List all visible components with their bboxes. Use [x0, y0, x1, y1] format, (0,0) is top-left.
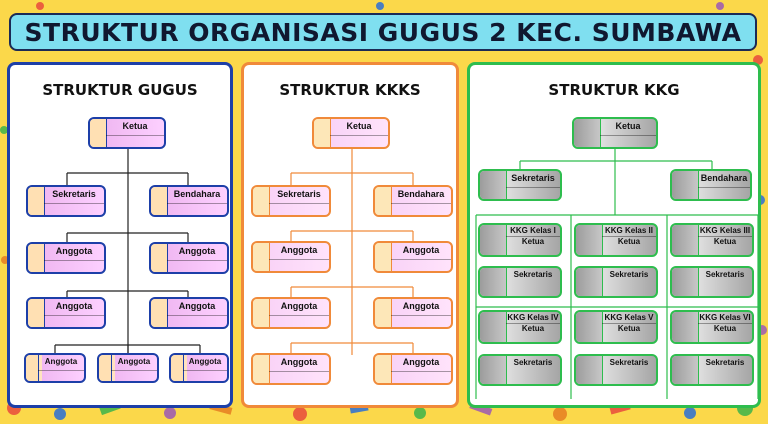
gugus-anggota-box: Anggota	[169, 353, 229, 383]
gugus-anggota-label: Anggota	[55, 301, 93, 311]
kkg-group-name: KKG Kelas VI	[699, 313, 751, 322]
gugus-anggota-box: Anggota	[149, 297, 229, 329]
kkg-group-name: KKG Kelas IV	[507, 313, 559, 322]
kkg-group-sekretaris: Sekretaris	[513, 270, 553, 279]
page-title-bar: STRUKTUR ORGANISASI GUGUS 2 KEC. SUMBAWA	[9, 13, 757, 51]
kkks-anggota-box: Anggota	[251, 353, 331, 385]
gugus-anggota-label: Anggota	[178, 301, 216, 311]
kkg-group-sekretaris: Sekretaris	[705, 270, 745, 279]
kkg-group-sekretaris-box: Sekretaris	[574, 354, 658, 386]
kkg-group-header-box: KKG Kelas VI Ketua	[670, 310, 754, 344]
gugus-anggota-box: Anggota	[26, 297, 106, 329]
panel-struktur-kkg: STRUKTUR KKG Ketua Sekretaris Bendahara …	[467, 62, 761, 408]
kkks-anggota-label: Anggota	[402, 357, 440, 367]
gugus-anggota-box: Anggota	[149, 242, 229, 274]
kkks-sekretaris-box: Sekretaris	[251, 185, 331, 217]
panel-title-gugus: STRUKTUR GUGUS	[42, 81, 198, 99]
gugus-bendahara-box: Bendahara	[149, 185, 229, 217]
kkks-anggota-label: Anggota	[402, 245, 440, 255]
kkg-group-ketua: Ketua	[617, 237, 641, 246]
kkg-group-header-box: KKG Kelas I Ketua	[478, 223, 562, 257]
panel-title-kkg: STRUKTUR KKG	[548, 81, 680, 99]
gugus-anggota-label: Anggota	[178, 246, 216, 256]
gugus-anggota-label: Anggota	[117, 357, 151, 366]
kkks-anggota-label: Anggota	[280, 245, 318, 255]
kkg-group-sekretaris: Sekretaris	[609, 270, 649, 279]
gugus-bendahara-label: Bendahara	[173, 189, 221, 199]
kkg-group-name: KKG Kelas I	[510, 226, 556, 235]
kkg-group-header-box: KKG Kelas V Ketua	[574, 310, 658, 344]
kkg-bendahara-box: Bendahara	[670, 169, 752, 201]
kkg-group-name: KKG Kelas III	[699, 226, 751, 235]
kkg-group-sekretaris: Sekretaris	[609, 358, 649, 367]
kkg-group-name: KKG Kelas V	[604, 313, 654, 322]
page-title: STRUKTUR ORGANISASI GUGUS 2 KEC. SUMBAWA	[24, 17, 742, 47]
kkks-anggota-box: Anggota	[251, 297, 331, 329]
kkg-ketua-label: Ketua	[615, 121, 641, 131]
kkks-anggota-label: Anggota	[280, 357, 318, 367]
panel-title-kkks: STRUKTUR KKKS	[279, 81, 421, 99]
kkg-group-ketua: Ketua	[521, 324, 545, 333]
kkg-ketua-box: Ketua	[572, 117, 658, 149]
kkg-sekretaris-box: Sekretaris	[478, 169, 562, 201]
kkg-group-sekretaris-box: Sekretaris	[574, 266, 658, 298]
kkks-anggota-label: Anggota	[280, 301, 318, 311]
kkg-group-ketua: Ketua	[521, 237, 545, 246]
kkg-group-sekretaris-box: Sekretaris	[478, 354, 562, 386]
kkks-bendahara-box: Bendahara	[373, 185, 453, 217]
gugus-connector-lines	[54, 149, 201, 361]
kkg-bendahara-label: Bendahara	[700, 173, 748, 183]
gugus-ketua-label: Ketua	[122, 121, 148, 131]
kkks-anggota-box: Anggota	[373, 297, 453, 329]
kkg-sekretaris-label: Sekretaris	[511, 173, 555, 183]
kkg-group-sekretaris: Sekretaris	[705, 358, 745, 367]
kkg-group-header-box: KKG Kelas III Ketua	[670, 223, 754, 257]
gugus-anggota-box: Anggota	[97, 353, 159, 383]
kkks-anggota-box: Anggota	[251, 241, 331, 273]
gugus-sekretaris-box: Sekretaris	[26, 185, 106, 217]
kkg-group-name: KKG Kelas II	[604, 226, 653, 235]
panel-struktur-gugus: STRUKTUR GUGUS Ketua Sekretaris Bendahar…	[7, 62, 233, 408]
kkg-connector-lines	[475, 149, 759, 399]
kkg-group-header-box: KKG Kelas IV Ketua	[478, 310, 562, 344]
kkks-anggota-label: Anggota	[402, 301, 440, 311]
kkks-ketua-box: Ketua	[312, 117, 390, 149]
kkks-anggota-box: Anggota	[373, 353, 453, 385]
gugus-sekretaris-label: Sekretaris	[52, 189, 96, 199]
kkg-group-ketua: Ketua	[617, 324, 641, 333]
kkg-group-ketua: Ketua	[713, 237, 737, 246]
kkg-group-ketua: Ketua	[713, 324, 737, 333]
gugus-anggota-box: Anggota	[26, 242, 106, 274]
panel-struktur-kkks: STRUKTUR KKKS Ketua Sekretaris Bendahara	[241, 62, 459, 408]
gugus-anggota-box: Anggota	[24, 353, 86, 383]
kkg-group-sekretaris-box: Sekretaris	[670, 354, 754, 386]
gugus-anggota-label: Anggota	[44, 357, 78, 366]
kkg-group-sekretaris: Sekretaris	[513, 358, 553, 367]
kkks-sekretaris-label: Sekretaris	[277, 189, 321, 199]
gugus-ketua-box: Ketua	[88, 117, 166, 149]
kkks-anggota-box: Anggota	[373, 241, 453, 273]
gugus-anggota-label: Anggota	[55, 246, 93, 256]
kkg-group-header-box: KKG Kelas II Ketua	[574, 223, 658, 257]
kkg-group-sekretaris-box: Sekretaris	[478, 266, 562, 298]
kkks-bendahara-label: Bendahara	[397, 189, 445, 199]
kkg-group-sekretaris-box: Sekretaris	[670, 266, 754, 298]
kkks-connector-lines	[290, 149, 414, 355]
gugus-anggota-label: Anggota	[188, 357, 222, 366]
kkks-ketua-label: Ketua	[346, 121, 372, 131]
